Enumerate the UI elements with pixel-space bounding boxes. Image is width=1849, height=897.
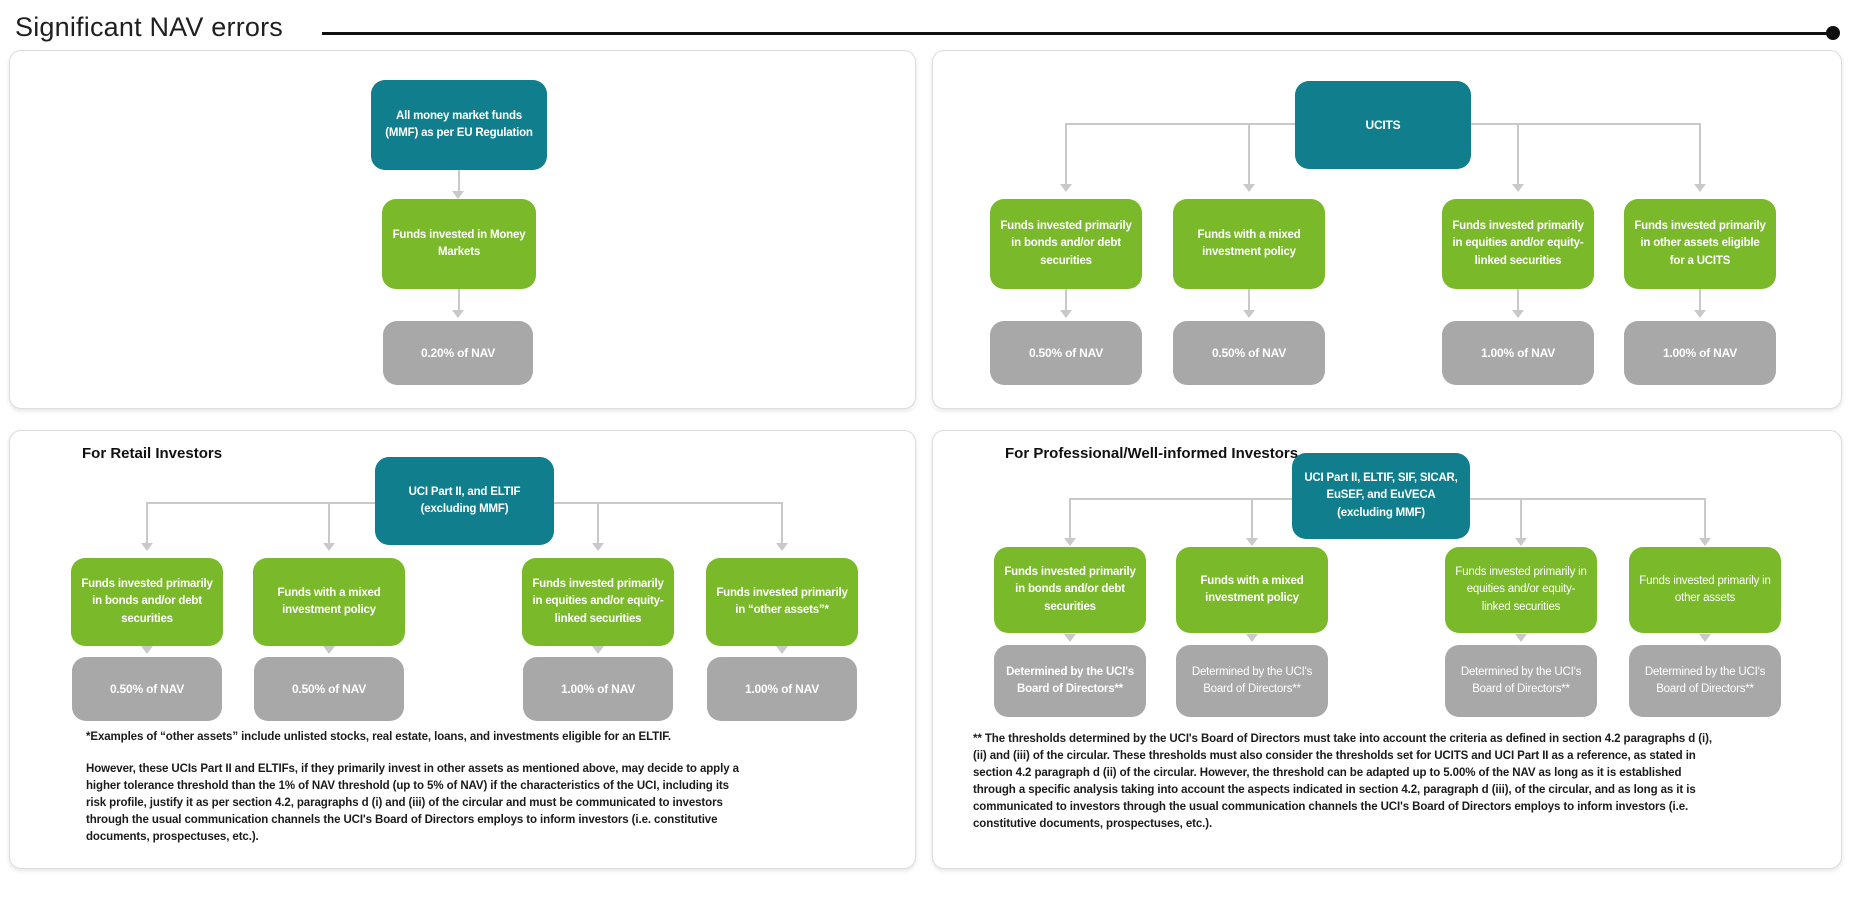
fund-type-node: Funds invested primarily in equities and… <box>1445 547 1597 633</box>
retail-root-node: UCI Part II, and ELTIF (excluding MMF) <box>375 457 554 545</box>
connector-line <box>781 502 783 544</box>
connector-line <box>1520 498 1522 539</box>
arrow-down-icon <box>776 543 788 551</box>
threshold-node: 1.00% of NAV <box>707 657 857 721</box>
connector-line <box>1517 123 1519 185</box>
arrow-down-icon <box>1515 634 1527 642</box>
threshold-node: Determined by the UCI's Board of Directo… <box>994 645 1146 717</box>
arrow-down-icon <box>1064 538 1076 546</box>
connector-line <box>597 502 599 544</box>
panel-mmf: All money market funds (MMF) as per EU R… <box>9 50 916 409</box>
fund-type-node: Funds invested primarily in other assets… <box>1624 199 1776 289</box>
arrow-down-icon <box>1699 538 1711 546</box>
fund-type-node: Funds with a mixed investment policy <box>1173 199 1325 289</box>
mmf-threshold-node: 0.20% of NAV <box>383 321 533 385</box>
panel-header: For Retail Investors <box>82 445 223 462</box>
arrow-down-icon <box>1060 184 1072 192</box>
arrow-down-icon <box>452 310 464 318</box>
footnote-other-assets: *Examples of “other assets” include unli… <box>86 731 671 743</box>
threshold-node: 1.00% of NAV <box>523 657 673 721</box>
arrow-down-icon <box>1694 310 1706 318</box>
threshold-node: 0.50% of NAV <box>254 657 404 721</box>
arrow-down-icon <box>1246 634 1258 642</box>
connector-line <box>1065 289 1067 311</box>
arrow-down-icon <box>141 646 153 654</box>
connector-line <box>458 289 460 311</box>
arrow-down-icon <box>776 646 788 654</box>
arrow-down-icon <box>323 646 335 654</box>
arrow-down-icon <box>1246 538 1258 546</box>
arrow-down-icon <box>323 543 335 551</box>
arrow-down-icon <box>141 543 153 551</box>
connector-line <box>1251 498 1253 539</box>
arrow-down-icon <box>1512 310 1524 318</box>
connector-line <box>1065 123 1067 185</box>
threshold-node: 0.50% of NAV <box>72 657 222 721</box>
connector-line <box>146 502 148 544</box>
fund-type-node: Funds invested primarily in bonds and/or… <box>994 547 1146 633</box>
title-rule-dot <box>1826 26 1840 40</box>
fund-type-node: Funds invested primarily in bonds and/or… <box>990 199 1142 289</box>
threshold-node: 0.50% of NAV <box>990 321 1142 385</box>
threshold-node: Determined by the UCI's Board of Directo… <box>1629 645 1781 717</box>
fund-type-node: Funds invested primarily in “other asset… <box>706 558 858 646</box>
fund-type-node: Funds invested primarily in equities and… <box>522 558 674 646</box>
footnote-board-thresholds: ** The thresholds determined by the UCI'… <box>973 733 1712 831</box>
fund-type-node: Funds with a mixed investment policy <box>1176 547 1328 633</box>
connector-line <box>1699 123 1701 185</box>
connector-line <box>1248 123 1250 185</box>
connector-line <box>1517 289 1519 311</box>
arrow-down-icon <box>592 646 604 654</box>
mmf-root-node: All money market funds (MMF) as per EU R… <box>371 80 547 170</box>
title-rule <box>322 32 1827 35</box>
threshold-node: 1.00% of NAV <box>1442 321 1594 385</box>
connector-line <box>328 502 330 544</box>
panel-ucits: UCITS Funds invested primarily in bonds … <box>932 50 1842 409</box>
footnote-tolerance: However, these UCIs Part II and ELTIFs, … <box>86 763 739 844</box>
arrow-down-icon <box>1243 310 1255 318</box>
mmf-funds-node: Funds invested in Money Markets <box>382 199 536 289</box>
connector-line <box>1069 498 1071 539</box>
connector-line <box>1704 498 1706 539</box>
arrow-down-icon <box>1512 184 1524 192</box>
panel-header: For Professional/Well-informed Investors <box>1005 445 1299 462</box>
arrow-down-icon <box>1064 634 1076 642</box>
arrow-down-icon <box>1699 634 1711 642</box>
fund-type-node: Funds invested primarily in equities and… <box>1442 199 1594 289</box>
connector-line <box>1248 289 1250 311</box>
page-title: Significant NAV errors <box>15 12 283 42</box>
arrow-down-icon <box>1060 310 1072 318</box>
connector-line <box>458 170 460 192</box>
threshold-node: Determined by the UCI's Board of Directo… <box>1445 645 1597 717</box>
threshold-node: Determined by the UCI's Board of Directo… <box>1176 645 1328 717</box>
threshold-node: 0.50% of NAV <box>1173 321 1325 385</box>
ucits-root-node: UCITS <box>1295 81 1471 169</box>
professional-root-node: UCI Part II, ELTIF, SIF, SICAR, EuSEF, a… <box>1292 453 1470 539</box>
panel-professional: For Professional/Well-informed Investors… <box>932 430 1842 869</box>
panel-retail: For Retail Investors UCI Part II, and EL… <box>9 430 916 869</box>
arrow-down-icon <box>452 191 464 199</box>
connector-line <box>1699 289 1701 311</box>
arrow-down-icon <box>1243 184 1255 192</box>
arrow-down-icon <box>1694 184 1706 192</box>
fund-type-node: Funds invested primarily in bonds and/or… <box>71 558 223 646</box>
threshold-node: 1.00% of NAV <box>1624 321 1776 385</box>
fund-type-node: Funds with a mixed investment policy <box>253 558 405 646</box>
arrow-down-icon <box>1515 538 1527 546</box>
fund-type-node: Funds invested primarily in other assets <box>1629 547 1781 633</box>
arrow-down-icon <box>592 543 604 551</box>
